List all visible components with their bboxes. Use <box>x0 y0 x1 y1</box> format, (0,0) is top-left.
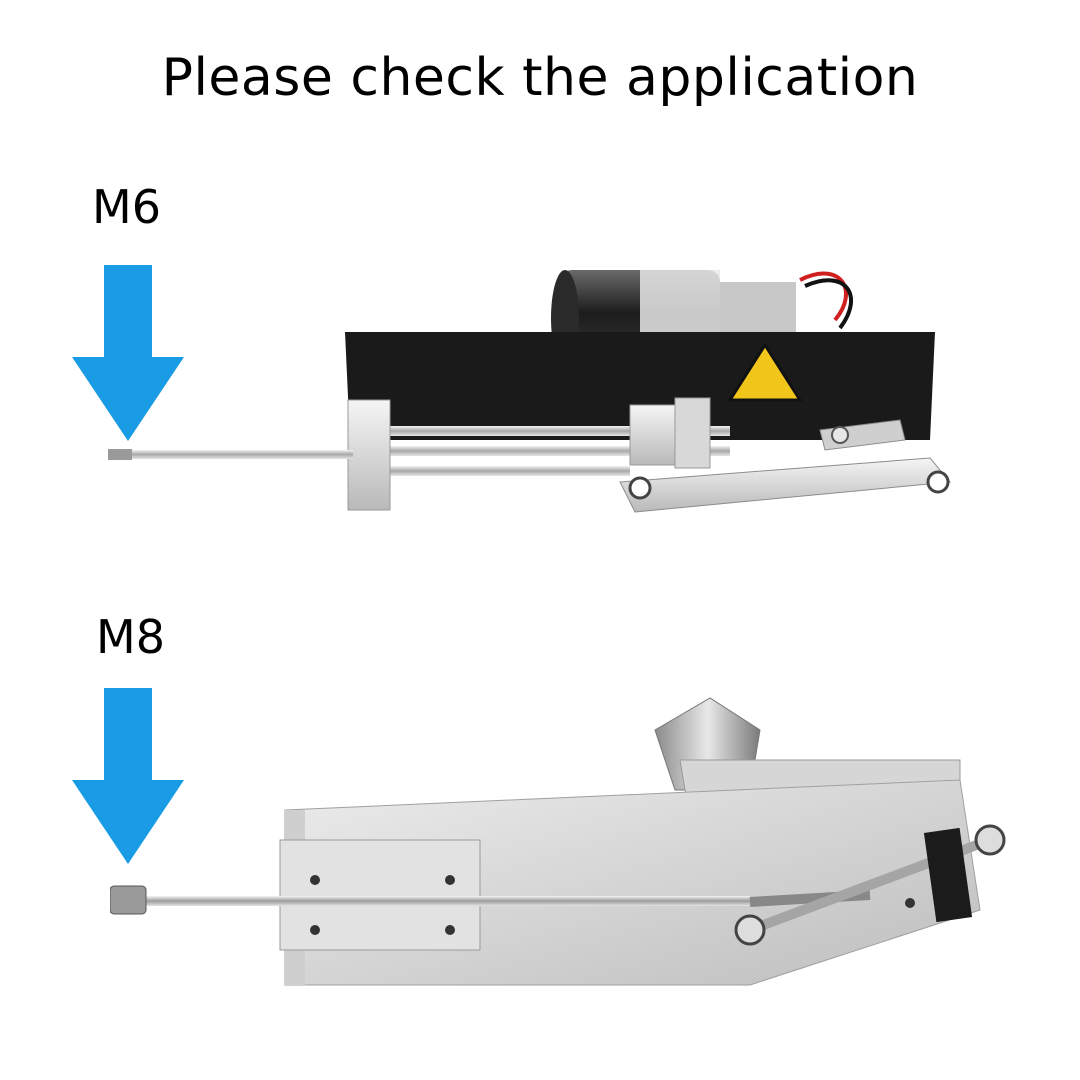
down-arrow-icon <box>72 688 184 864</box>
m6-actuator-photo <box>108 270 951 513</box>
down-arrow-icon <box>72 265 184 441</box>
page-title: Please check the application <box>161 48 919 108</box>
m8-actuator-photo <box>110 697 1006 986</box>
variant-label-m8: M8 <box>96 610 165 664</box>
variant-label-m6: M6 <box>92 180 161 234</box>
